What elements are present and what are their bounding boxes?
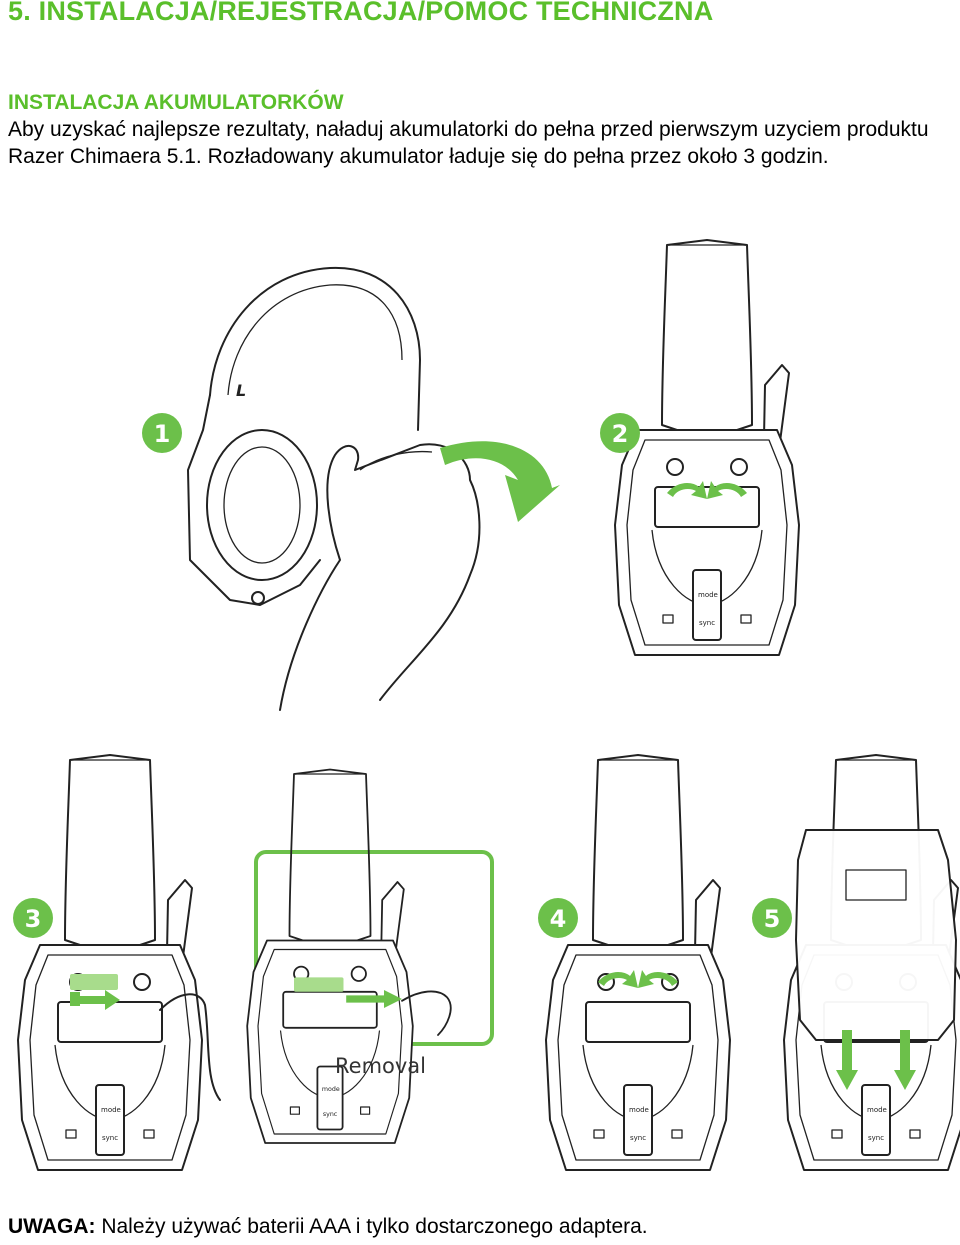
page-title: 5. INSTALACJA/REJESTRACJA/POMOC TECHNICZ…: [8, 0, 714, 26]
note-text: Należy używać baterii AAA i tylko dostar…: [95, 1215, 648, 1238]
step-2-open-cup: [614, 239, 800, 656]
svg-text:1: 1: [154, 420, 171, 448]
removal-detail: [246, 768, 452, 1144]
section-subtitle: INSTALACJA AKUMULATORKÓW: [8, 91, 344, 114]
removal-label: Removal: [335, 1054, 426, 1078]
step-badge-1: 1: [142, 413, 182, 453]
left-earcup-letter: L: [236, 381, 246, 400]
note-label: UWAGA:: [8, 1215, 96, 1238]
svg-text:5: 5: [764, 905, 781, 933]
svg-text:2: 2: [612, 420, 629, 448]
step-5-close-cover: [783, 754, 960, 1171]
svg-text:4: 4: [550, 905, 567, 933]
step-badge-3: 3: [13, 898, 53, 938]
footer-note: UWAGA: Należy używać baterii AAA i tylko…: [8, 1215, 648, 1239]
instruction-paragraph: Aby uzyskać najlepsze rezultaty, naładuj…: [8, 118, 929, 168]
step-1-headset: L: [187, 266, 481, 711]
rotate-arrow-icon: [440, 441, 560, 522]
step-4-close-battery: [545, 754, 731, 1171]
step-3-insert-batteries: [17, 754, 221, 1171]
step-badge-2: 2: [600, 413, 640, 453]
svg-text:3: 3: [25, 905, 42, 933]
step-badge-4: 4: [538, 898, 578, 938]
step-badge-5: 5: [752, 898, 792, 938]
